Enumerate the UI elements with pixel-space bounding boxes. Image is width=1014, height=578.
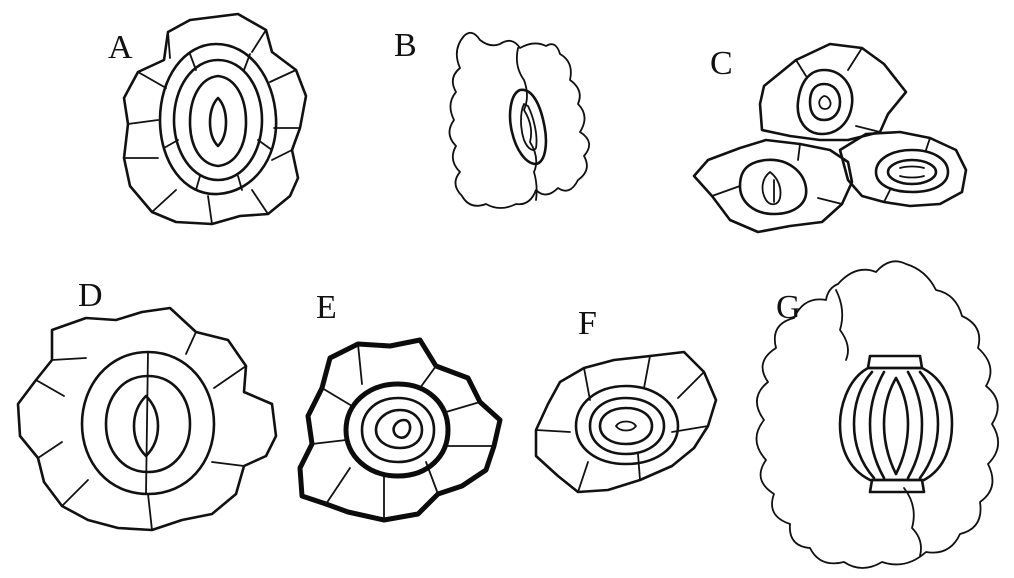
stoma-drawing-f xyxy=(536,352,716,492)
panel-d: D xyxy=(18,277,276,530)
panel-c: C xyxy=(694,44,966,232)
panel-label-d: D xyxy=(78,277,103,314)
panel-a: A xyxy=(108,14,306,224)
panel-label-c: C xyxy=(710,45,733,82)
panel-label-e: E xyxy=(316,289,337,326)
panel-label-f: F xyxy=(578,305,597,342)
stoma-drawing-a xyxy=(124,14,306,224)
panel-label-b: B xyxy=(394,27,417,64)
panel-b: B xyxy=(394,27,589,208)
stoma-drawing-c xyxy=(694,44,966,232)
panel-g: G xyxy=(756,261,998,568)
panel-e: E xyxy=(300,289,500,520)
stoma-drawing-e xyxy=(300,340,500,520)
stoma-drawing-d xyxy=(18,308,276,530)
stoma-drawing-b xyxy=(449,33,589,208)
panel-f: F xyxy=(536,305,716,492)
panel-label-a: A xyxy=(108,29,133,66)
